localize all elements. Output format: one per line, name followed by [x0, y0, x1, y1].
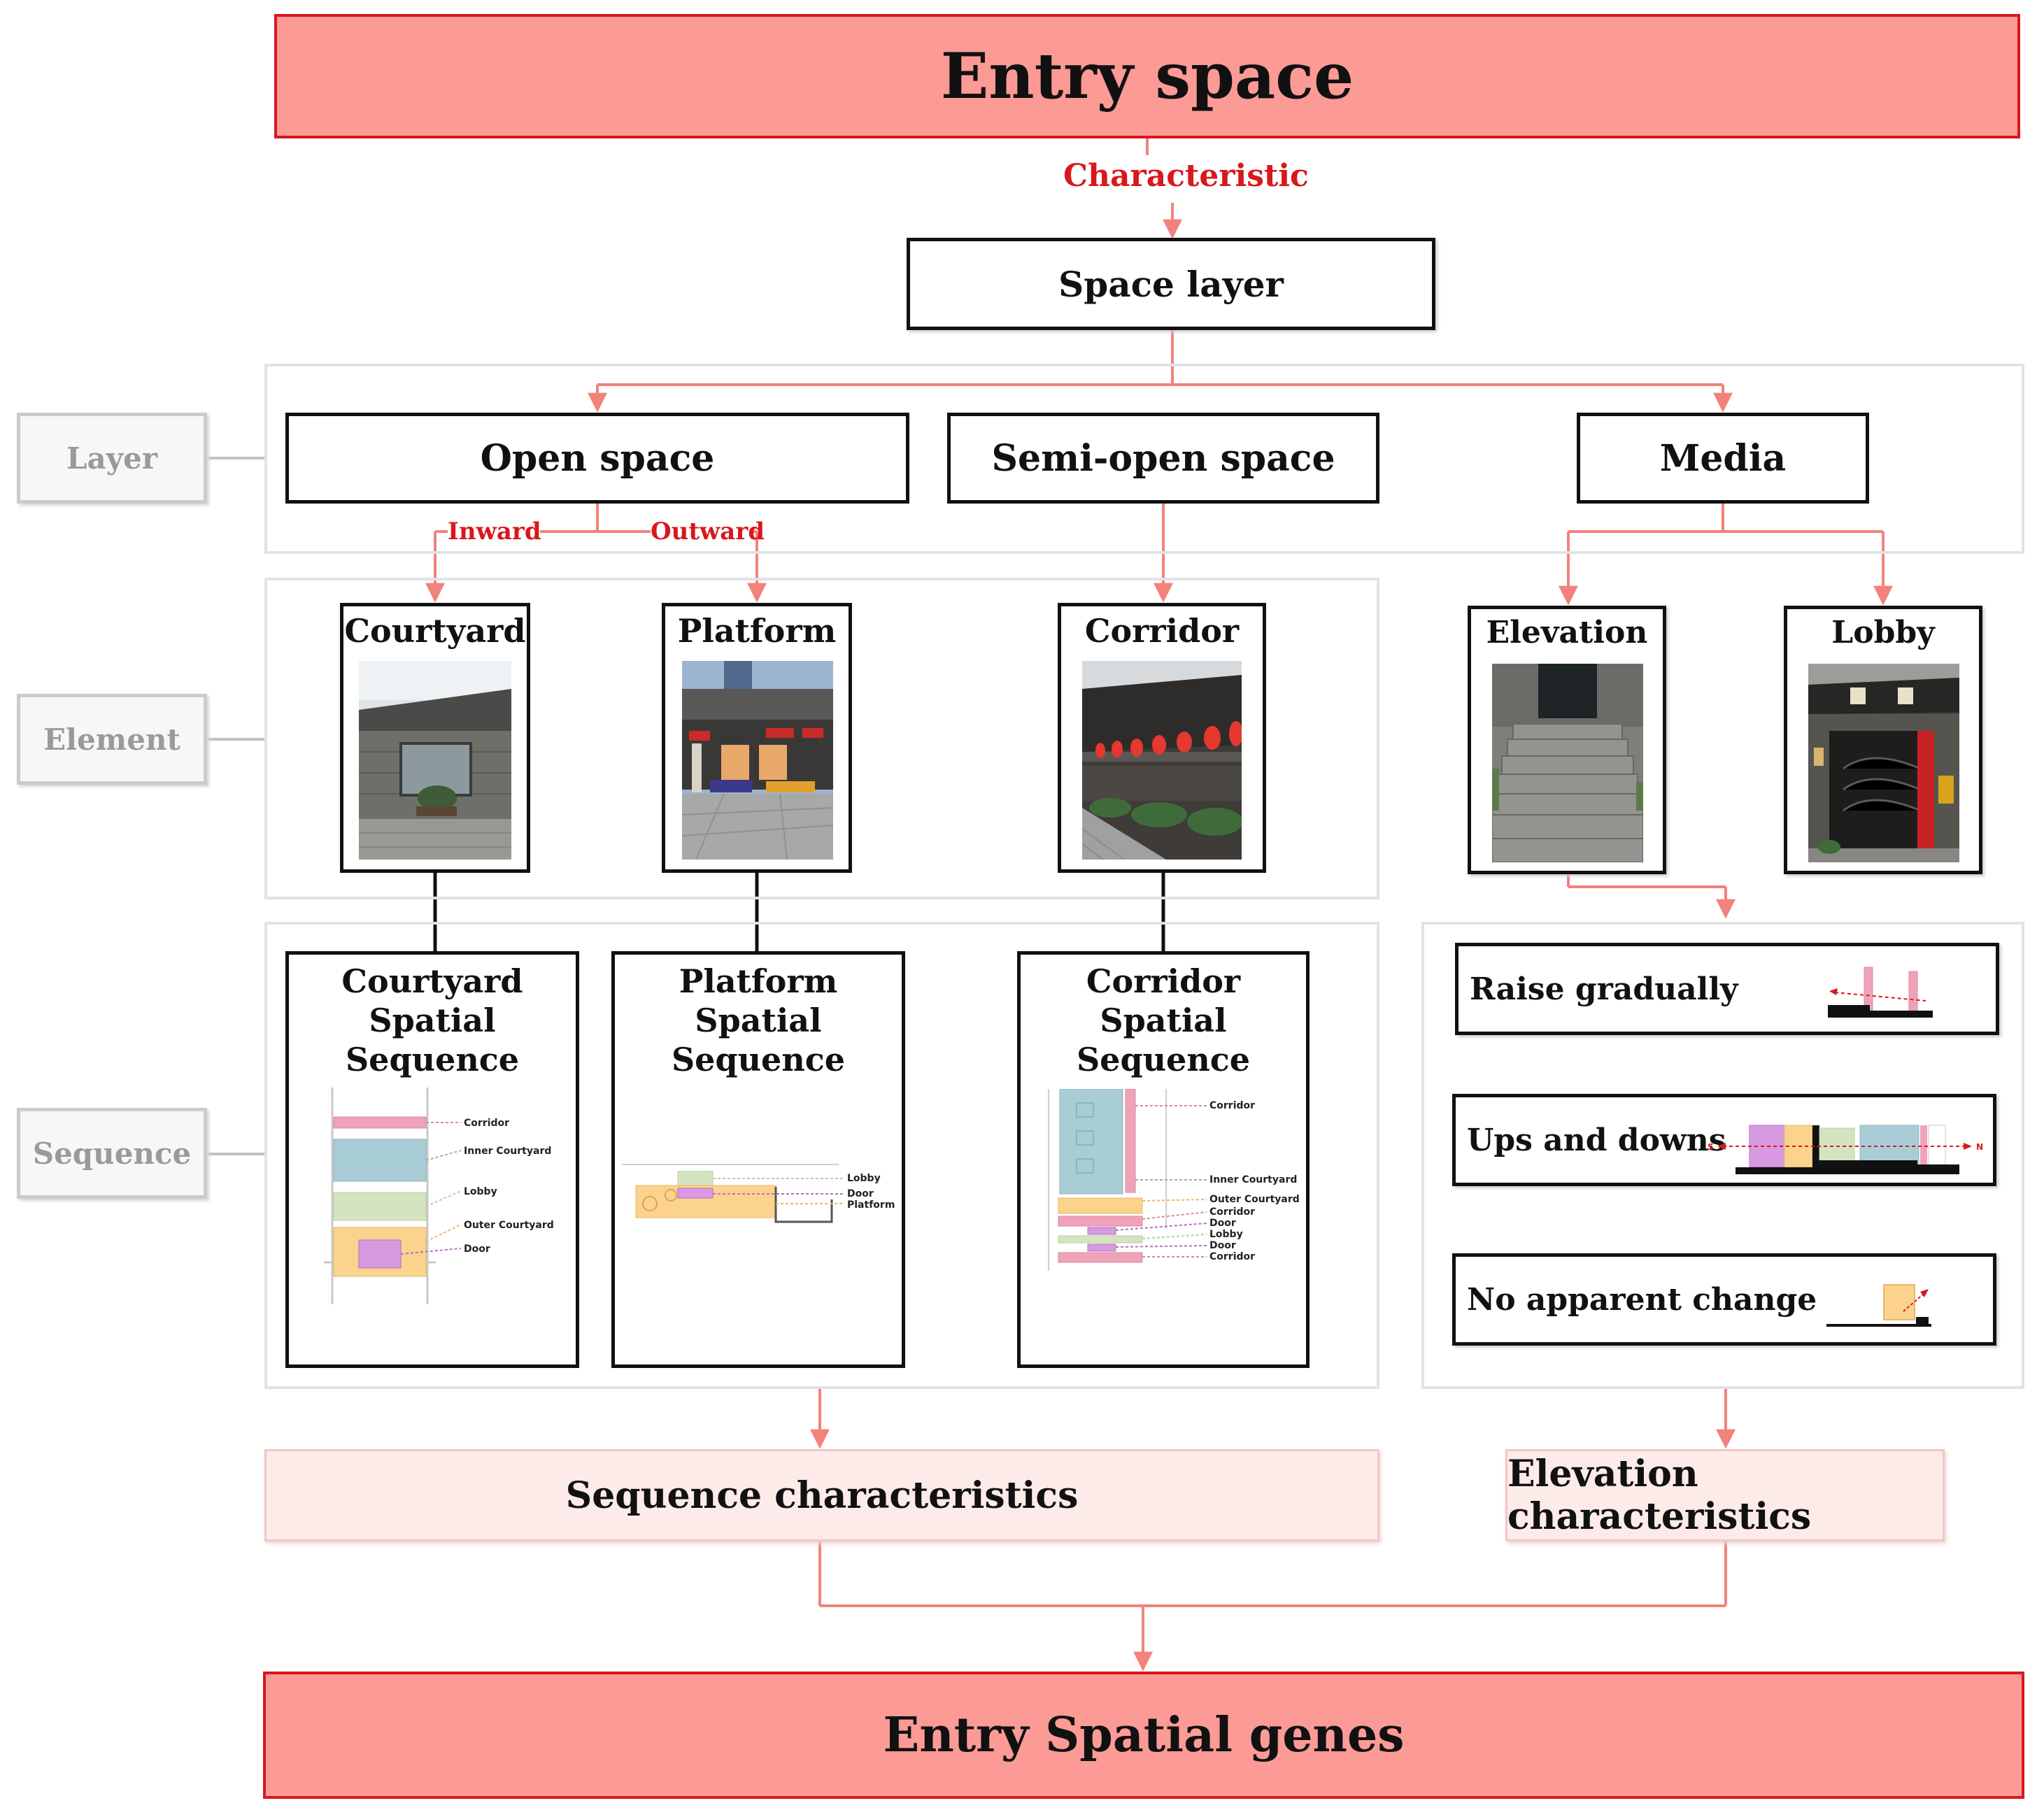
- platform-sequence-title-2: Sequence: [671, 1041, 846, 1078]
- corridor-legend-2: Outer Courtyard: [1209, 1194, 1300, 1205]
- open-space-box: Open space: [285, 413, 909, 504]
- no-apparent-change-box: No apparent change: [1452, 1253, 1996, 1346]
- entry-spatial-genes-label: Entry Spatial genes: [883, 1707, 1405, 1763]
- corridor-sequence-title-1: Corridor Spatial: [1086, 962, 1241, 1039]
- characteristic-label: Characteristic: [1063, 155, 1309, 197]
- no-apparent-change-label: No apparent change: [1467, 1281, 1817, 1318]
- elevation-group: [1421, 922, 2024, 1389]
- corridor-legend-7: Corridor: [1209, 1251, 1255, 1262]
- courtyard-legend-door: Door: [464, 1244, 490, 1255]
- space-layer-label: Space layer: [1058, 263, 1284, 305]
- courtyard-sequence-plan: Corridor Inner Courtyard Lobby Outer Cou…: [324, 1088, 554, 1304]
- courtyard-title: Courtyard: [344, 612, 526, 650]
- platform-card: Platform: [662, 603, 852, 873]
- layer-group: [264, 364, 2024, 554]
- elevation-title: Elevation: [1486, 615, 1648, 650]
- ups-and-downs-box: Ups and downs S N: [1452, 1094, 1996, 1186]
- elevation-photo: [1492, 664, 1643, 862]
- platform-photo: [682, 661, 833, 860]
- courtyard-legend-lobby: Lobby: [464, 1186, 497, 1197]
- north-label: N: [1976, 1142, 1983, 1152]
- media-box: Media: [1577, 413, 1869, 504]
- lobby-photo: [1808, 664, 1959, 862]
- corridor-legend-3: Corridor: [1209, 1206, 1255, 1218]
- courtyard-legend-outer: Outer Courtyard: [464, 1220, 554, 1231]
- ups-and-downs-label: Ups and downs: [1467, 1122, 1726, 1158]
- sequence-group: [264, 922, 1379, 1389]
- courtyard-sequence-card: Courtyard Spatial Sequence Corridor Inne…: [285, 951, 579, 1368]
- platform-title: Platform: [677, 612, 837, 650]
- courtyard-legend-corridor: Corridor: [464, 1118, 509, 1129]
- open-space-label: Open space: [480, 436, 715, 480]
- ups-and-downs-icon: S N: [1708, 1125, 1983, 1174]
- outward-label: Outward: [651, 516, 765, 547]
- semi-open-space-box: Semi-open space: [947, 413, 1379, 504]
- lobby-title: Lobby: [1831, 615, 1935, 650]
- courtyard-sequence-title-2: Sequence: [345, 1041, 520, 1078]
- raise-gradually-box: Raise gradually: [1455, 943, 1999, 1035]
- platform-sequence-title-1: Platform Spatial: [679, 962, 838, 1039]
- platform-legend-platform: Platform: [847, 1199, 895, 1211]
- corridor-card: Corridor: [1058, 603, 1266, 873]
- courtyard-card: Courtyard: [340, 603, 530, 873]
- corridor-legend-6: Door: [1209, 1240, 1236, 1251]
- side-label-layer: Layer: [17, 413, 207, 504]
- corridor-sequence-plan: Corridor Inner Courtyard Outer Courtyard…: [1048, 1089, 1300, 1271]
- elevation-characteristics-box: Elevation characteristics: [1505, 1449, 1945, 1541]
- element-group: [264, 578, 1379, 899]
- corridor-photo: [1082, 661, 1242, 860]
- side-label-sequence: Sequence: [17, 1108, 207, 1199]
- courtyard-sequence-title-1: Courtyard Spatial: [341, 962, 523, 1039]
- sequence-characteristics-box: Sequence characteristics: [264, 1449, 1379, 1541]
- corridor-legend-1: Inner Courtyard: [1209, 1174, 1297, 1185]
- space-layer-box: Space layer: [907, 238, 1435, 330]
- entry-spatial-genes-banner: Entry Spatial genes: [263, 1672, 2024, 1799]
- platform-legend-door: Door: [847, 1188, 874, 1199]
- courtyard-legend-inner: Inner Courtyard: [464, 1146, 551, 1157]
- sequence-characteristics-label: Sequence characteristics: [565, 1474, 1079, 1517]
- elevation-card: Elevation: [1468, 606, 1666, 874]
- corridor-sequence-title-2: Sequence: [1076, 1041, 1251, 1078]
- corridor-title: Corridor: [1084, 612, 1240, 650]
- elevation-characteristics-label: Elevation characteristics: [1507, 1453, 1812, 1538]
- corridor-sequence-card: Corridor Spatial Sequence Corridor Inner…: [1017, 951, 1310, 1368]
- semi-open-space-label: Semi-open space: [991, 436, 1335, 480]
- platform-legend-lobby: Lobby: [847, 1173, 881, 1184]
- raise-gradually-icon: [1828, 967, 1933, 1018]
- platform-sequence-plan: Lobby Door Platform: [622, 1164, 895, 1223]
- south-label: S: [1708, 1142, 1714, 1152]
- no-apparent-change-icon: [1826, 1284, 1931, 1327]
- entry-space-banner: Entry space: [274, 14, 2020, 138]
- platform-sequence-card: Platform Spatial Sequence Lobby Door Pla…: [611, 951, 905, 1368]
- raise-gradually-label: Raise gradually: [1470, 971, 1738, 1007]
- media-label: Media: [1659, 436, 1787, 480]
- corridor-legend-5: Lobby: [1209, 1229, 1243, 1240]
- courtyard-photo: [359, 661, 511, 860]
- lobby-card: Lobby: [1784, 606, 1982, 874]
- corridor-legend-0: Corridor: [1209, 1100, 1255, 1111]
- entry-space-title: Entry space: [940, 39, 1354, 113]
- corridor-legend-4: Door: [1209, 1218, 1236, 1229]
- inward-label: Inward: [448, 516, 541, 547]
- side-label-element: Element: [17, 694, 207, 785]
